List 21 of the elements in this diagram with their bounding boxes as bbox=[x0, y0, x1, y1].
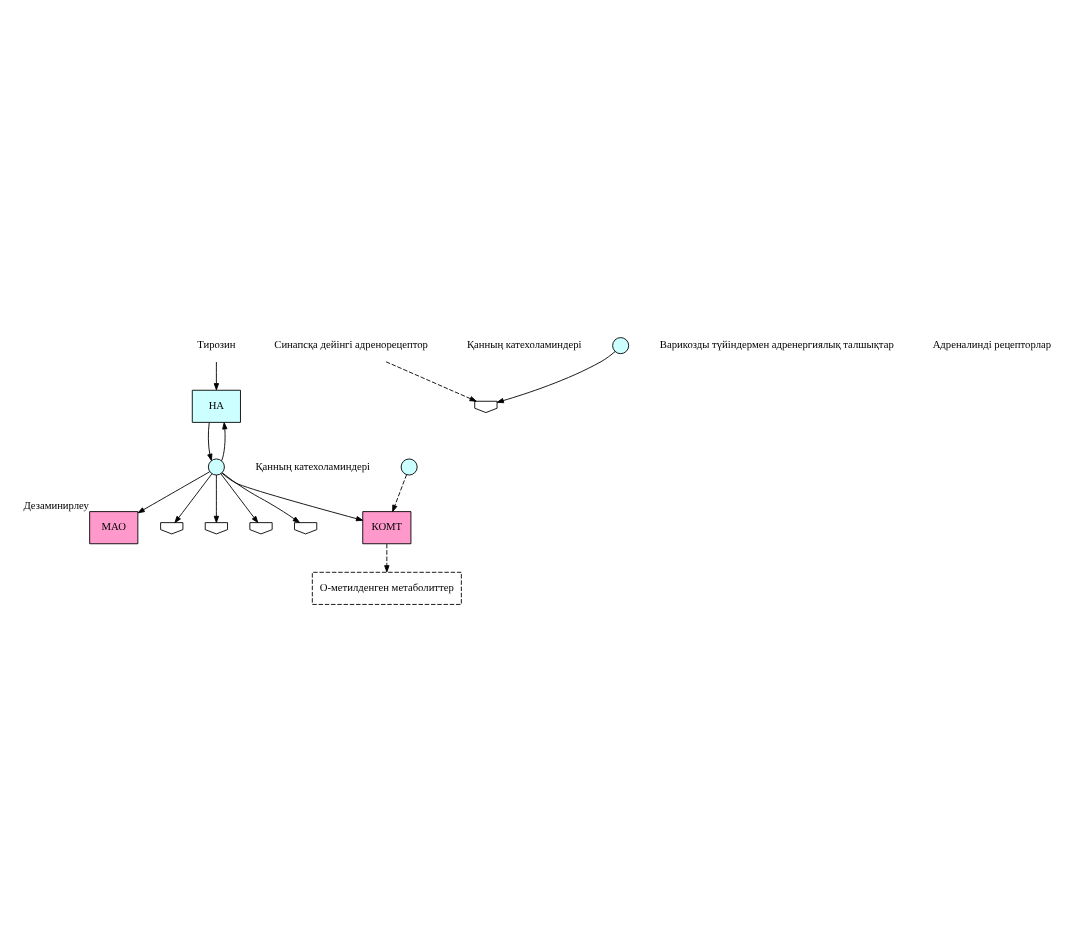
node-cup bbox=[249, 522, 273, 535]
arrow bbox=[207, 422, 213, 461]
arrow bbox=[221, 422, 228, 462]
node-circle bbox=[612, 337, 630, 355]
node-cup bbox=[294, 522, 318, 535]
node-circle bbox=[400, 458, 418, 476]
node-circle bbox=[207, 458, 225, 476]
arrow bbox=[496, 351, 616, 404]
node-cup bbox=[474, 400, 498, 413]
arrow bbox=[213, 474, 219, 523]
arrow bbox=[137, 471, 211, 514]
arrow bbox=[220, 473, 259, 524]
arrow bbox=[213, 361, 219, 391]
arrow bbox=[222, 472, 300, 523]
arrow bbox=[392, 474, 408, 512]
node-cup bbox=[160, 522, 184, 535]
node-cup bbox=[204, 522, 228, 535]
arrow bbox=[174, 473, 213, 524]
arrow bbox=[385, 361, 477, 402]
arrow bbox=[384, 543, 390, 573]
arrow bbox=[221, 472, 364, 522]
